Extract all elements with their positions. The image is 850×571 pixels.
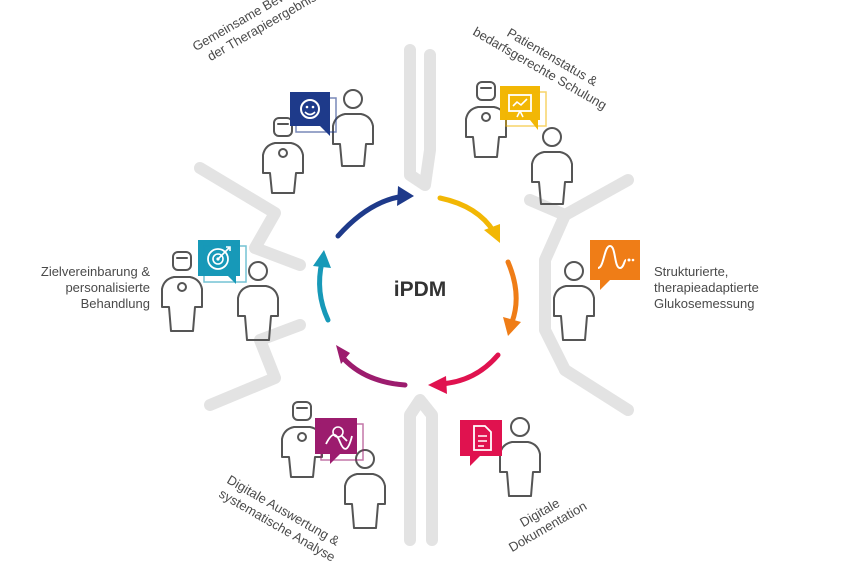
- divider-right: [524, 194, 571, 376]
- divider-upper-left: [194, 162, 306, 271]
- arrow-red: [437, 352, 501, 387]
- arrow-yellow: [437, 195, 497, 235]
- arrow-teal-head: [313, 250, 331, 268]
- target-icon: [198, 240, 247, 284]
- analysis-chart-icon: [315, 418, 364, 464]
- divider-top: [404, 44, 436, 191]
- center-title: iPDM: [393, 278, 447, 301]
- presentation-board-icon: [500, 86, 547, 130]
- arrow-yellow-head: [484, 224, 500, 243]
- divider-upper-right: [559, 174, 634, 221]
- doctor-icon-top-right: [465, 81, 507, 158]
- arrow-orange: [505, 259, 519, 325]
- doctor-icon-top-left: [262, 117, 304, 194]
- cycle-arrows: [313, 186, 521, 394]
- label-right-line3: Glukosemessung: [654, 296, 755, 311]
- divider-lower-right: [559, 364, 634, 416]
- label-right-line1: Strukturierte,: [654, 264, 729, 279]
- arrow-teal: [317, 259, 331, 323]
- patient-icon-top-right: [531, 127, 573, 205]
- divider-lower-left: [204, 319, 306, 411]
- people-icons: [161, 81, 595, 529]
- divider-bottom: [404, 394, 438, 546]
- glucose-curve-icon: [590, 240, 640, 290]
- label-left-line3: Behandlung: [80, 296, 150, 311]
- label-left-line2: personalisierte: [65, 280, 150, 295]
- label-right-line2: therapieadaptierte: [654, 280, 759, 295]
- patient-icon-bottom-right: [499, 417, 541, 497]
- arrow-navy-head: [397, 186, 414, 206]
- smiley-icon: [290, 92, 337, 136]
- patient-icon-top-left: [332, 89, 374, 167]
- document-icon: [460, 420, 502, 466]
- arrow-navy: [335, 193, 408, 239]
- label-left: Zielvereinbarung & personalisierte Behan…: [41, 264, 150, 312]
- patient-icon-right: [553, 261, 595, 341]
- label-left-line1: Zielvereinbarung &: [40, 264, 150, 279]
- hexagon-dividers: [194, 44, 634, 546]
- arrow-magenta-head: [336, 345, 350, 364]
- arrow-orange-head: [503, 317, 521, 336]
- label-right: Strukturierte, therapieadaptierte Glukos…: [654, 264, 759, 312]
- patient-icon-left: [237, 261, 279, 341]
- arrow-magenta: [340, 355, 408, 388]
- arrow-red-head: [428, 376, 447, 394]
- doctor-icon-left: [161, 251, 203, 332]
- speech-bubbles: [198, 86, 640, 466]
- patient-icon-bottom-left: [344, 449, 386, 529]
